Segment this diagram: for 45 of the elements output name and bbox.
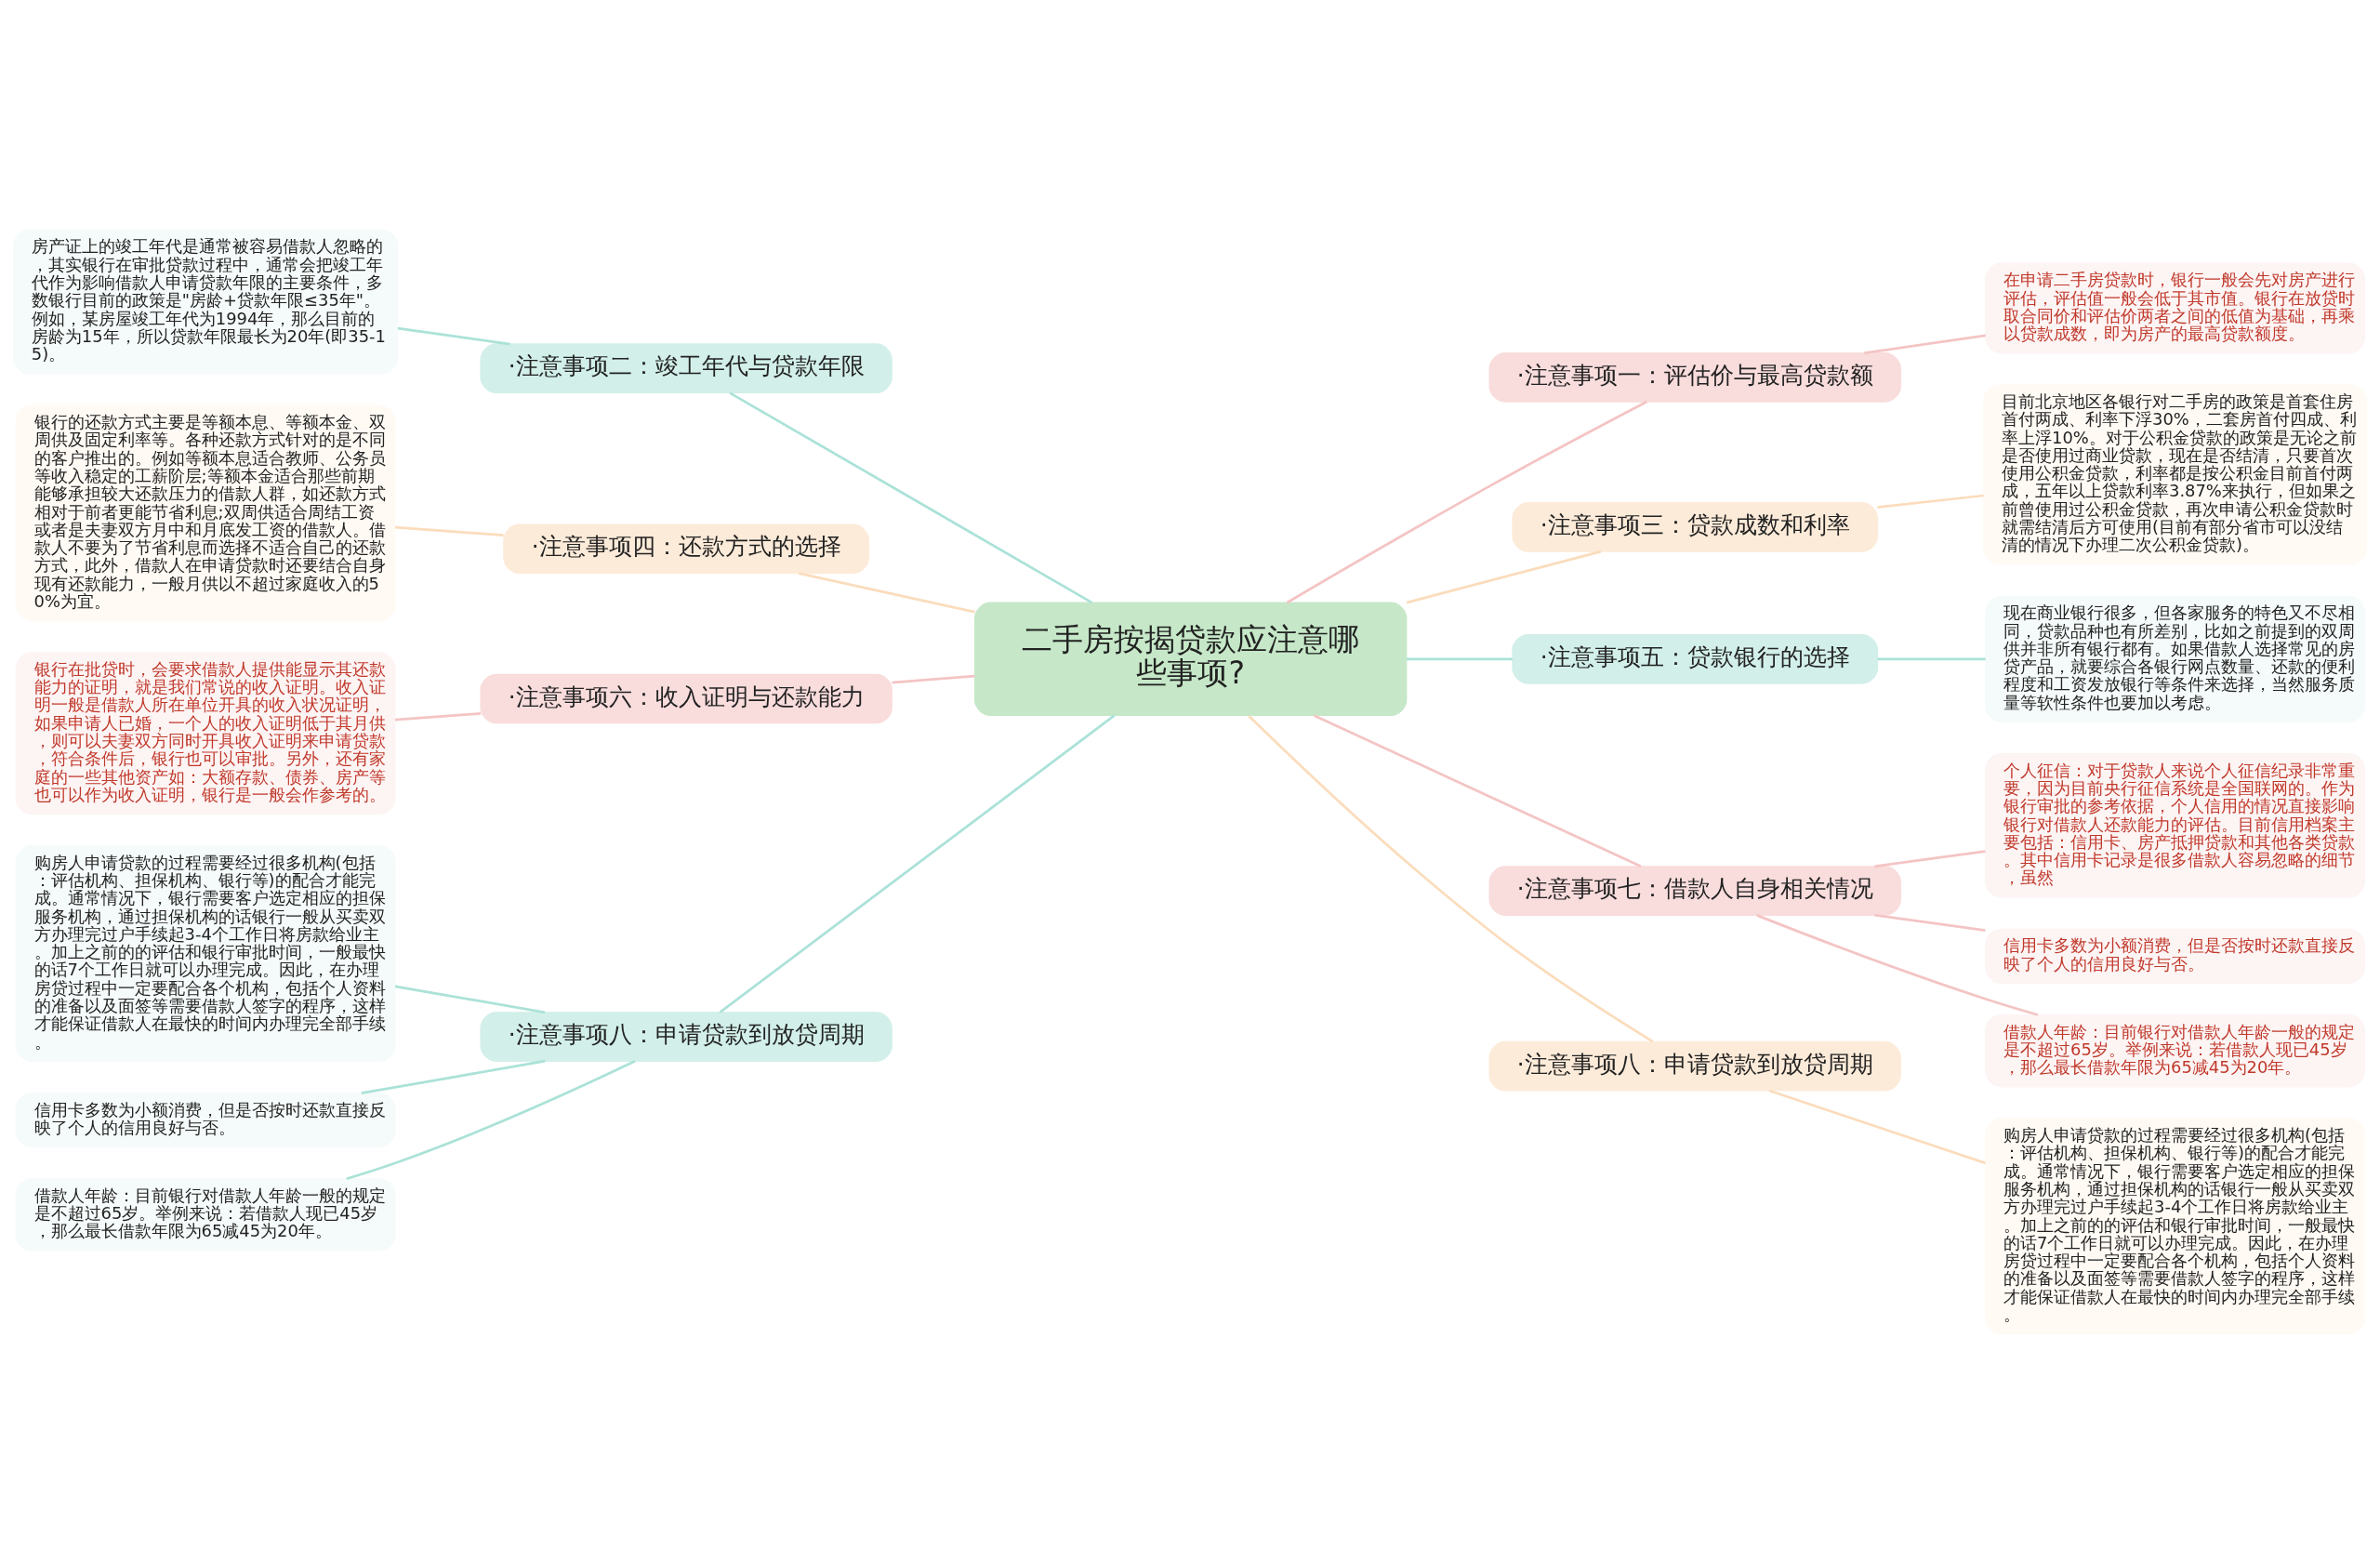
node-box: 现在商业银行很多，但各家服务的特色又不尽相同，贷款品种也有所差别，比如之前提到的双周供并非所有银行都有。如果借款人选择常见的房贷产品，就要综合各银行网点数量、还款的便利程度和工资发放银行等条件来选择，当然服务质量等软性条件也要加以考虑。: [1985, 595, 2366, 722]
node-box: ·注意事项一：评估价与最高贷款额: [1488, 351, 1901, 403]
node-box: 信用卡多数为小额消费，但是否按时还款直接反映了个人的信用良好与否。: [1985, 928, 2366, 984]
node-box: 银行在批贷时，会要求借款人提供能显示其还款能力的证明，就是我们常说的收入证明。收入证明一般是借款人所在单位开具的收入状况证明，如果申请人已婚，一个人的收入证明低于其月供，则可以夫妻双方同时开具收入证明来申请贷款，符合条件后，银行也可以审批。另外，还有家庭的一些其他资产如：大额存款、债券、房产等也可以作为收入证明，银行是一般会作参考的。: [15, 651, 396, 815]
connector: [1768, 1089, 1986, 1164]
connector: [1286, 400, 1648, 603]
connector: [346, 1059, 636, 1180]
connector: [892, 674, 975, 683]
node-box: 个人征信：对于贷款人来说个人征信纪录非常重要，因为目前央行征信系统是全国联网的。作为银行审批的参考依据，个人信用的情况直接影响银行对借款人还款能力的评估。目前信用档案主要包括：信用卡、房产抵押贷款和其他各类贷款。其中信用卡记录是很多借款人容易忽略的细节，虽然: [1985, 752, 2366, 898]
node-box: ·注意事项八：申请贷款到放贷周期: [1488, 1040, 1901, 1092]
node-box: ·注意事项八：申请贷款到放贷周期: [480, 1011, 892, 1062]
connector: [1756, 913, 2039, 1016]
connector: [1313, 713, 1642, 868]
node-box: 在申请二手房贷款时，银行一般会先对房产进行评估，评估值一般会低于其市值。银行在放贷时取合同价和评估价两者之间的低值为基础，再乘以贷款成数，即为房产的最高贷款额度。: [1985, 262, 2366, 353]
connector: [719, 714, 1116, 1013]
node-box: 购房人申请贷款的过程需要经过很多机构(包括：评估机构、担保机构、银行等)的配合才能完成。通常情况下，银行需要客户选定相应的担保服务机构，通过担保机构的话银行一般从买卖双方办理完过户手续起3-4个工作日将房款给业主。加上之前的的评估和银行审批时间，一般最快的话7个工作日就可以办理完成。因此，在办理房贷过程中一定要配合各个机构，包括个人资料的准备以及面签等需要借款人签字的程序，这样才能保证借款人在最快的时间内办理完全部手续。: [1985, 1117, 2366, 1334]
node-box: 房产证上的竣工年代是通常被容易借款人忽略的，其实银行在审批贷款过程中，通常会把竣工年代作为影响借款人申请贷款年限的主要条件，多数银行目前的政策是"房龄+贷款年限≤35年"。例如，某房屋竣工年代为1994年，那么目前的房龄为15年，所以贷款年限最长为20年(即35-15)。: [12, 229, 399, 374]
connector: [1874, 849, 1986, 868]
node-box: 信用卡多数为小额消费，但是否按时还款直接反映了个人的信用良好与否。: [15, 1092, 396, 1147]
node-box: 目前北京地区各银行对二手房的政策是首套住房首付两成、利率下浮30%，二套房首付四成、利率上浮10%。对于公积金贷款的政策是无论之前是否使用过商业贷款，现在是否结清，只要首次使用公积金贷款，利率都是按公积金目前首付两成，五年以上贷款利率3.87%来执行，但如果之前曾使用过公积金贷款，再次申请公积金贷款时就需结清后方可使用(目前有部分省市可以没结清的情况下办理二次公积金贷款)。: [1983, 383, 2368, 565]
connector: [394, 525, 504, 536]
connector: [394, 984, 546, 1013]
connector: [729, 391, 1093, 603]
connector: [394, 711, 482, 721]
node-box: ·注意事项二：竣工年代与贷款年限: [480, 342, 892, 393]
node-box: 二手房按揭贷款应注意哪些事项?: [973, 602, 1408, 716]
connector: [397, 326, 510, 345]
connector: [361, 1059, 546, 1094]
connector: [1406, 656, 1513, 660]
node-box: ·注意事项五：贷款银行的选择: [1512, 633, 1879, 684]
connector: [1874, 913, 1986, 932]
node-box: ·注意事项六：收入证明与还款能力: [480, 673, 892, 723]
connector: [1406, 550, 1602, 603]
node-box: ·注意事项三：贷款成数和利率: [1512, 501, 1879, 552]
node-box: 购房人申请贷款的过程需要经过很多机构(包括：评估机构、担保机构、银行等)的配合才能完成。通常情况下，银行需要客户选定相应的担保服务机构，通过担保机构的话银行一般从买卖双方办理完过户手续起3-4个工作日将房款给业主。加上之前的的评估和银行审批时间，一般最快的话7个工作日就可以办理完成。因此，在办理房贷过程中一定要配合各个机构，包括个人资料的准备以及面签等需要借款人签字的程序，这样才能保证借款人在最快的时间内办理完全部手续。: [15, 844, 396, 1062]
node-box: 银行的还款方式主要是等额本息、等额本金、双周供及固定利率等。各种还款方式针对的是不同的客户推出的。例如等额本息适合教师、公务员等收入稳定的工薪阶层;等额本金适合那些前期能够承担较大还款压力的借款人群，如还款方式相对于前者更能节省利息;双周供适合周结工资或者是夫妻双方月中和月底发工资的借款人。借款人不要为了节省利息而选择不适合自己的还款方式，此外，借款人在申请贷款时还要结合自身现有还款能力，一般月供以不超过家庭收入的50%为宜。: [15, 404, 396, 621]
connector: [799, 571, 975, 613]
node-box: 借款人年龄：目前银行对借款人年龄一般的规定是不超过65岁。举例来说：若借款人现已45岁，那么最长借款年限为65减45为20年。: [1985, 1013, 2366, 1087]
connector: [1877, 656, 1986, 660]
node-box: 借款人年龄：目前银行对借款人年龄一般的规定是不超过65岁。举例来说：若借款人现已45岁，那么最长借款年限为65减45为20年。: [15, 1177, 396, 1252]
node-box: ·注意事项四：还款方式的选择: [503, 523, 870, 574]
node-box: ·注意事项七：借款人自身相关情况: [1488, 865, 1901, 916]
connector: [1877, 494, 1984, 509]
connector: [1864, 333, 1986, 354]
connector: [1248, 714, 1654, 1042]
